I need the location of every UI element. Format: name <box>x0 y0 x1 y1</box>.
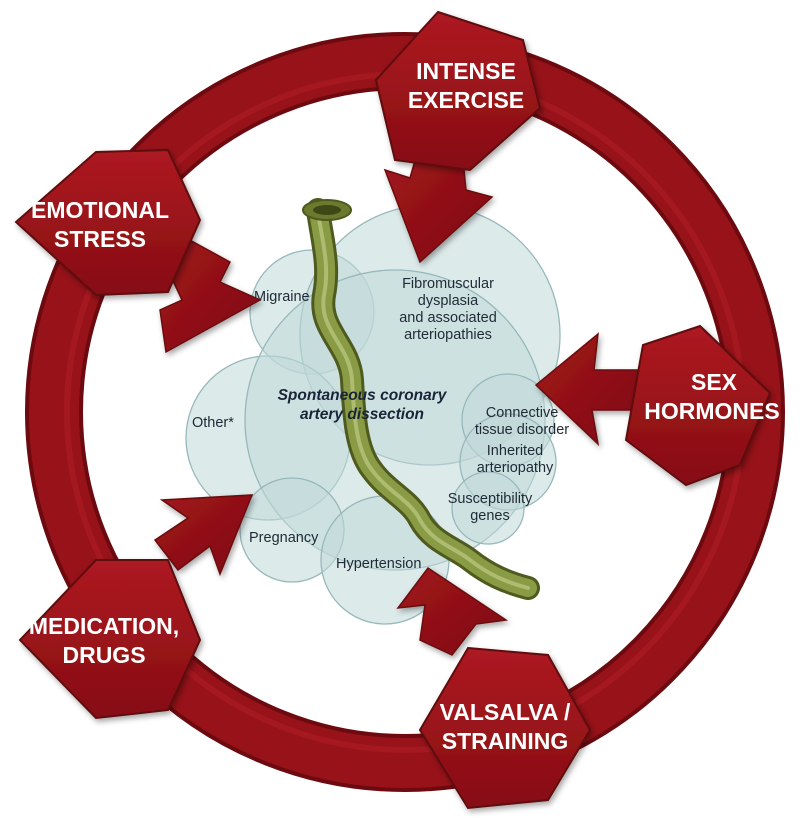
label-migraine: Migraine <box>254 289 310 305</box>
label-susceptibility-1: Susceptibility <box>448 491 533 507</box>
arrow-medication-drugs <box>153 494 254 577</box>
label-medication-2: DRUGS <box>62 642 145 668</box>
label-sex-2: HORMONES <box>644 398 779 424</box>
label-emotional-1: EMOTIONAL <box>31 197 169 223</box>
hexagon-intense-exercise <box>374 10 542 172</box>
label-emotional-2: STRESS <box>54 226 146 252</box>
label-inherited-2: arteriopathy <box>477 460 554 476</box>
label-medication-1: MEDICATION, <box>29 613 179 639</box>
label-fmd-1: Fibromuscular <box>402 276 494 292</box>
cloud-circle-susceptibility <box>451 471 525 545</box>
label-valsalva-2: STRAINING <box>442 728 569 754</box>
coronary-artery <box>302 198 540 600</box>
trigger-labels: INTENSE EXERCISE EMOTIONAL STRESS SEX HO… <box>29 58 780 754</box>
predisposing-labels: Migraine Fibromuscular dysplasia and ass… <box>192 276 569 572</box>
arrow-valsalva-straining <box>396 566 509 656</box>
label-sex-1: SEX <box>691 369 738 395</box>
label-hypertension: Hypertension <box>336 556 421 572</box>
label-valsalva-1: VALSALVA / <box>440 699 571 725</box>
label-ctd-2: tissue disorder <box>475 422 569 438</box>
arrow-emotional-stress <box>159 236 262 354</box>
label-inherited-1: Inherited <box>487 443 543 459</box>
label-other: Other* <box>192 415 234 431</box>
hexagon-medication-drugs <box>18 559 202 720</box>
label-susceptibility-2: genes <box>470 508 510 524</box>
label-intense-1: INTENSE <box>416 58 516 84</box>
hexagon-sex-hormones <box>624 324 772 487</box>
label-pregnancy: Pregnancy <box>249 530 319 546</box>
label-intense-2: EXERCISE <box>408 87 524 113</box>
label-ctd-1: Connective <box>486 405 559 421</box>
label-fmd-4: arteriopathies <box>404 327 492 343</box>
hexagon-valsalva-straining <box>418 646 592 810</box>
center-title-2: artery dissection <box>300 406 424 423</box>
label-fmd-3: and associated <box>399 310 497 326</box>
label-fmd-2: dysplasia <box>418 293 479 309</box>
center-title-1: Spontaneous coronary <box>278 387 448 404</box>
hexagon-emotional-stress <box>14 148 202 297</box>
trigger-hexagons <box>14 10 772 810</box>
trigger-arrows <box>153 149 641 656</box>
